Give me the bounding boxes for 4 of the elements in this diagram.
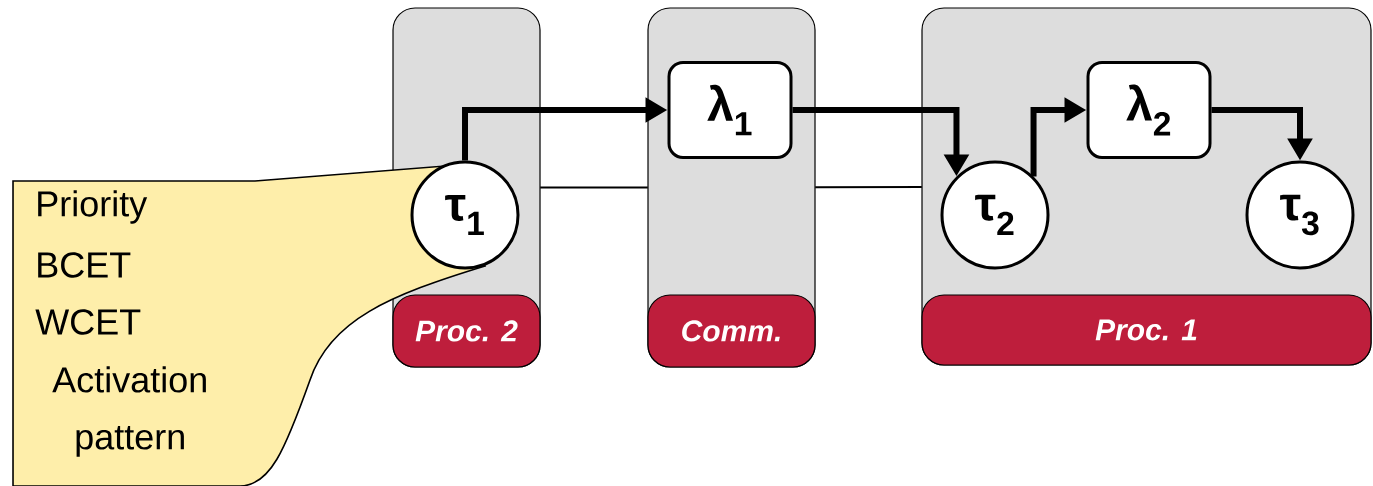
message-box: λ$_{2}$ <box>1086 61 1212 159</box>
message-box: λ$_{1}$ <box>667 61 793 159</box>
connector-line <box>814 186 923 189</box>
connector-line <box>539 186 649 189</box>
